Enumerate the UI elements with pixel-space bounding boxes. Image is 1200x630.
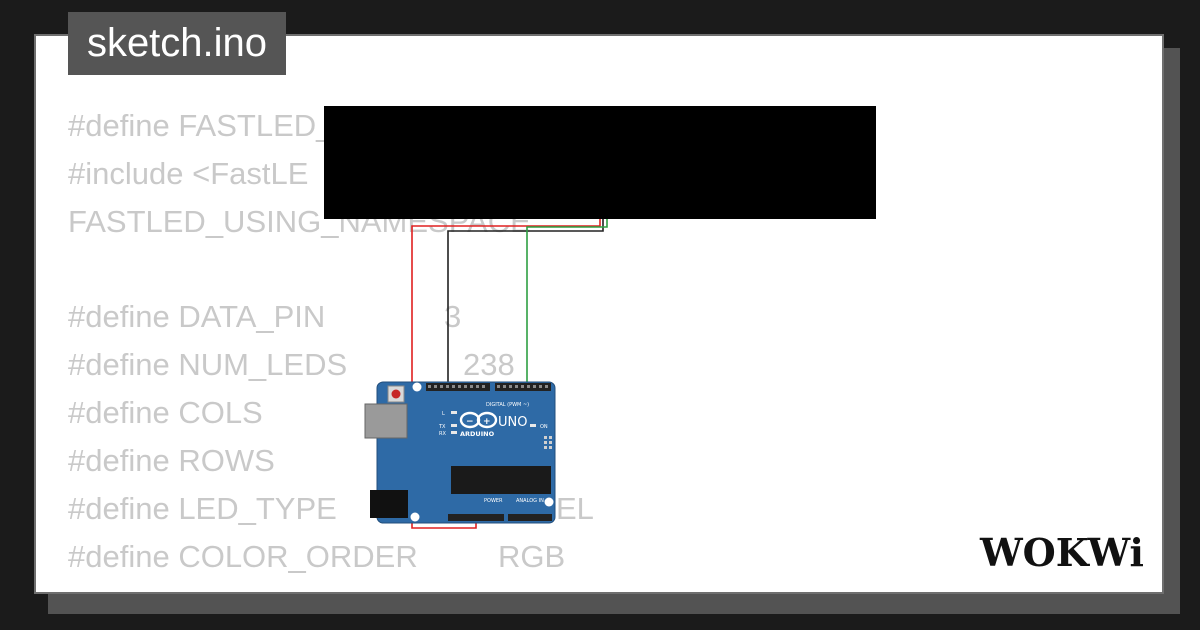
power-header-label: POWER [484,498,503,504]
code-line: #define ROWS [68,443,275,478]
svg-text:WOKWi: WOKWi [979,530,1144,575]
code-line: #define FASTLED_ [68,108,334,143]
code-value-num-leds: 238 [463,347,515,382]
code-line: #define DATA_PIN [68,299,326,334]
arduino-uno-board[interactable]: − + UNO ARDUINO DIGITAL (PWM ~) ON L TX … [364,381,556,524]
tx-led-label: TX [438,424,446,430]
wokwi-logo: WOKWi [979,530,1144,575]
code-line: #define COLOR_ORDER [68,539,418,574]
code-value-led-type: EL [556,491,594,526]
code-value-color-order: RGB [498,539,566,574]
code-preview: #define FASTLED_ #include <FastLE FASTLE… [36,36,1162,592]
code-line: #define COLS [68,395,263,430]
microcontroller-chip [451,466,551,494]
reset-button[interactable] [391,389,401,399]
wire-black[interactable] [447,219,604,385]
wire-red[interactable] [411,219,601,529]
led-matrix-redacted [324,106,876,219]
code-line: #include <FastLE [68,156,309,191]
rx-led-label: RX [439,431,446,437]
power-jack [370,490,408,518]
wire-green[interactable] [526,219,608,385]
l-led-label: L [442,411,445,417]
code-line: #define LED_TYPE [68,491,337,526]
board-brand-label: ARDUINO [460,430,495,438]
file-tab[interactable]: sketch.ino [68,12,286,75]
on-led-label: ON [540,424,548,430]
svg-text:−: − [466,417,474,427]
analog-header-label: ANALOG IN [516,498,544,504]
code-line: #define NUM_LEDS [68,347,348,382]
digital-header-label: DIGITAL (PWM ~) [486,402,529,408]
board-model-label: UNO [498,415,527,430]
usb-port [364,403,408,439]
svg-text:+: + [483,417,491,427]
